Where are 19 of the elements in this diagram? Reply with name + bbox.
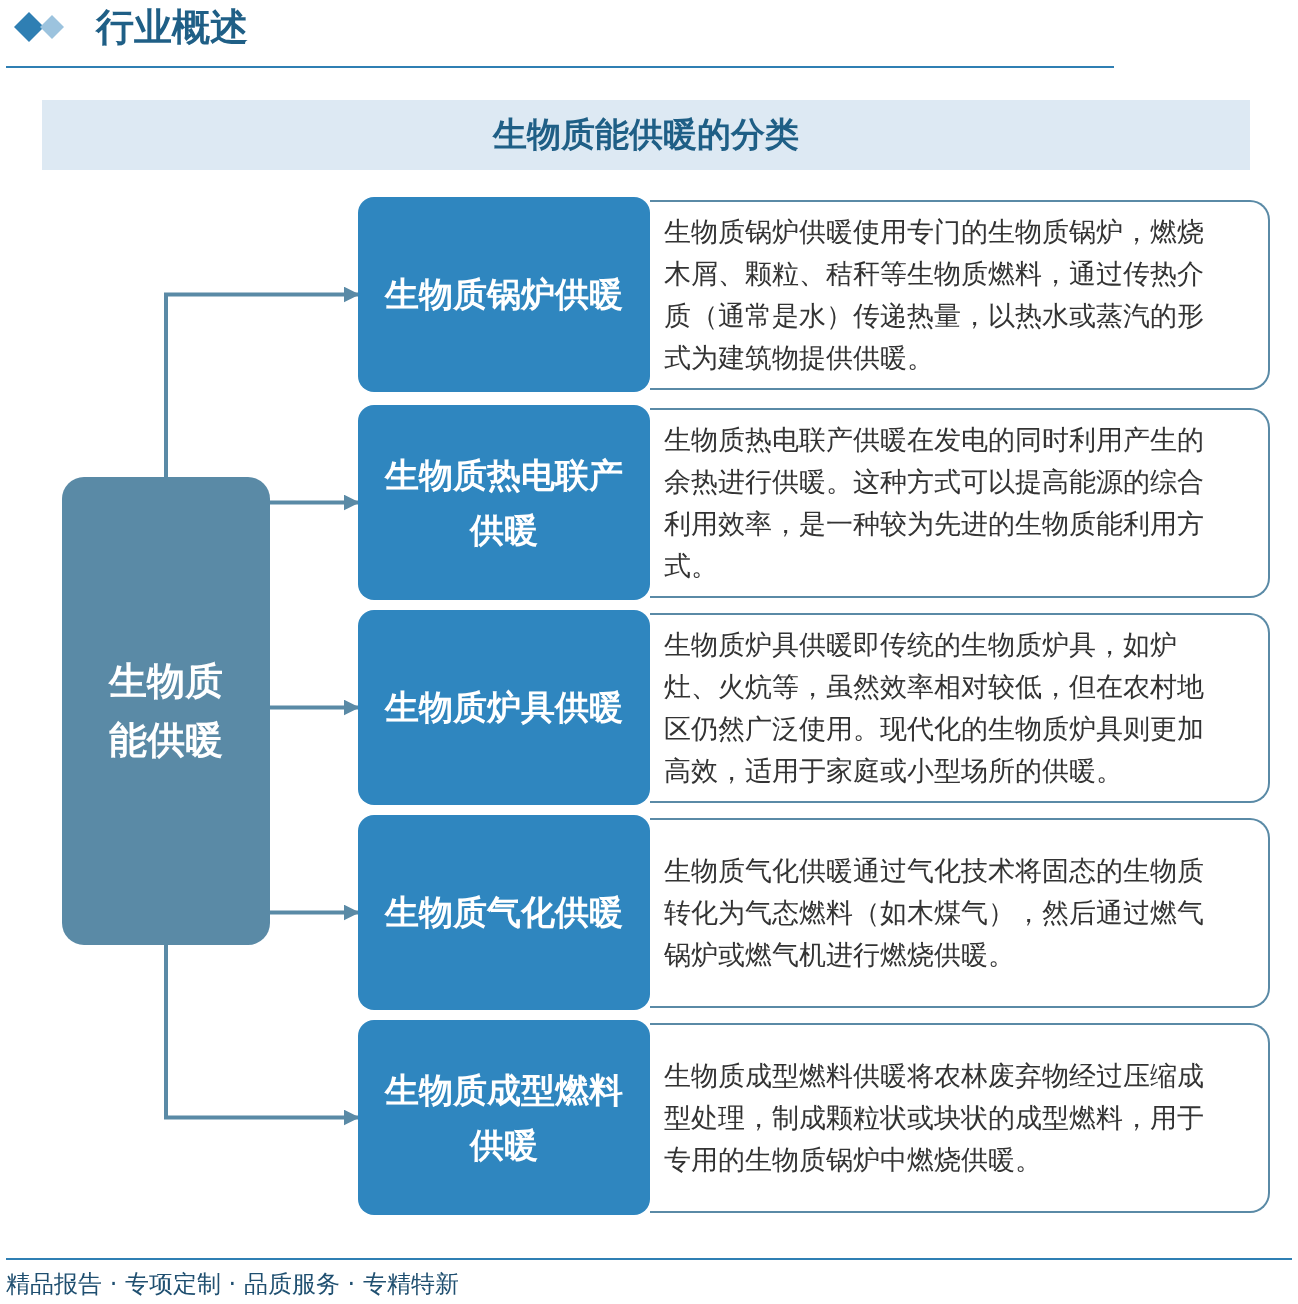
- category-box: 生物质锅炉供暖: [358, 197, 650, 392]
- arrow: [164, 945, 360, 1126]
- arrow: [270, 904, 360, 921]
- root-box: 生物质能供暖: [62, 477, 270, 945]
- arrow: [270, 699, 360, 716]
- section-heading: 行业概述: [96, 4, 248, 51]
- category-box: 生物质气化供暖: [358, 815, 650, 1010]
- arrow: [164, 286, 360, 477]
- description-box: 生物质锅炉供暖使用专门的生物质锅炉，燃烧木屑、颗粒、秸秆等生物质燃料，通过传热介质（通常是水）传递热量，以热水或蒸汽的形式为建筑物提供供暖。: [650, 200, 1270, 390]
- title: 生物质能供暖的分类: [493, 113, 799, 156]
- category-box: 生物质成型燃料供暖: [358, 1020, 650, 1215]
- category-box: 生物质热电联产供暖: [358, 405, 650, 600]
- description-box: 生物质气化供暖通过气化技术将固态的生物质转化为气态燃料（如木煤气），然后通过燃气锅炉或燃气机进行燃烧供暖。: [650, 818, 1270, 1008]
- footer-slogan: 精品报告 · 专项定制 · 品质服务 · 专精特新: [6, 1269, 459, 1300]
- arrow: [270, 494, 360, 511]
- description-box: 生物质热电联产供暖在发电的同时利用产生的余热进行供暖。这种方式可以提高能源的综合利用效率，是一种较为先进的生物质能利用方式。: [650, 408, 1270, 598]
- description-box: 生物质炉具供暖即传统的生物质炉具，如炉灶、火炕等，虽然效率相对较低，但在农村地区仍然广泛使用。现代化的生物质炉具则更加高效，适用于家庭或小型场所的供暖。: [650, 613, 1270, 803]
- category-box: 生物质炉具供暖: [358, 610, 650, 805]
- description-box: 生物质成型燃料供暖将农林废弃物经过压缩成型处理，制成颗粒状或块状的成型燃料，用于专用的生物质锅炉中燃烧供暖。: [650, 1023, 1270, 1213]
